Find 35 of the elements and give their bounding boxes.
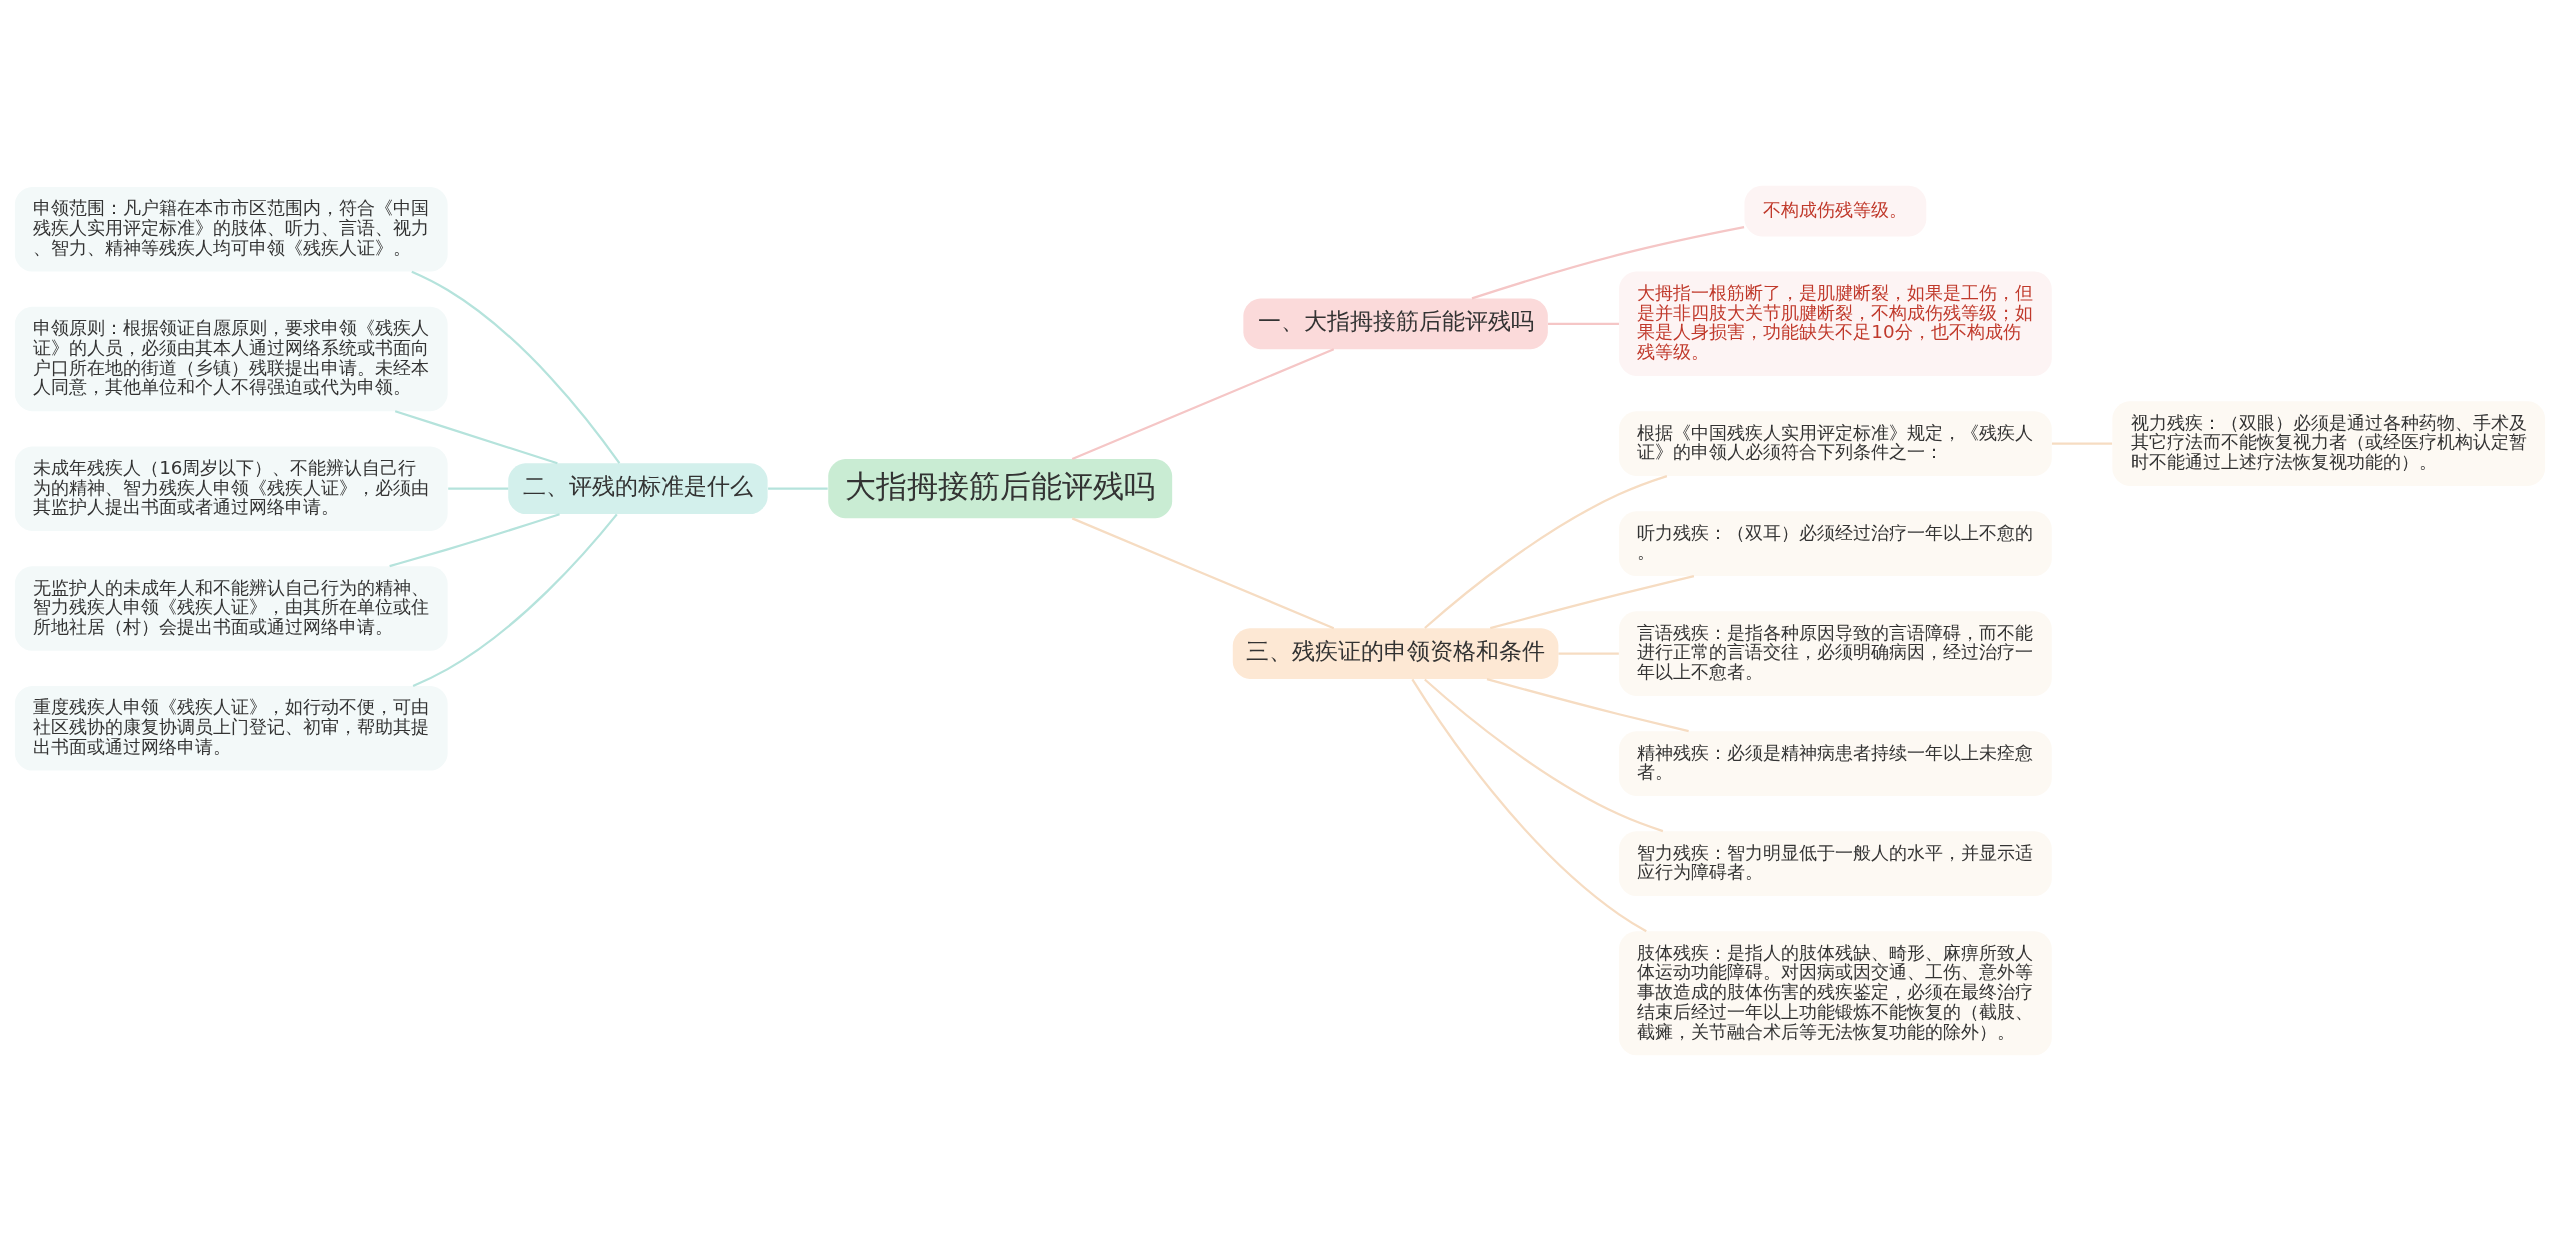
node-box: 根据《中国残疾人实用评定标准》规定，《残疾人证》的申领人必须符合下列条件之一：	[1619, 411, 2052, 476]
connector	[1071, 348, 1335, 461]
connector	[412, 513, 618, 687]
node-box: 二、评残的标准是什么	[508, 463, 768, 515]
connector	[448, 487, 509, 490]
node-box: 视力残疾：（双眼）必须是通过各种药物、手术及其它疗法而不能恢复视力者（或经医疗机构认定暂时不能通过上述疗法恢复视功能的）。	[2112, 401, 2546, 486]
connector	[1071, 517, 1335, 630]
connector	[1490, 575, 1695, 630]
connector	[768, 487, 828, 490]
node-box: 一、大指拇接筋后能评残吗	[1243, 298, 1548, 350]
connector	[1548, 322, 1619, 325]
node-box: 申领范围：凡户籍在本市市区范围内，符合《中国残疾人实用评定标准》的肢体、听力、言语、视力、智力、精神等残疾人均可申领《残疾人证》。	[14, 187, 448, 272]
connector	[1411, 678, 1647, 933]
node-box: 智力残疾：智力明显低于一般人的水平，并显示适应行为障碍者。	[1619, 831, 2052, 897]
connector	[1558, 652, 1619, 655]
node-box: 言语残疾：是指各种原因导致的言语障碍，而不能进行正常的言语交往，必须明确病因，经过治疗一年以上不愈者。	[1619, 611, 2052, 696]
connector	[389, 513, 560, 568]
connector	[1471, 226, 1745, 300]
node-box: 大拇指一根筋断了，是肌腱断裂，如果是工伤，但是并非四肢大关节肌腱断裂，不构成伤残等级；如果是人身损害，功能缺失不足10分，也不构成伤残等级。	[1619, 271, 2052, 376]
connector	[411, 270, 621, 464]
node-box: 大指拇接筋后能评残吗	[828, 459, 1173, 519]
connector	[1424, 475, 1668, 629]
node-box: 无监护人的未成年人和不能辨认自己行为的精神、智力残疾人申领《残疾人证》，由其所在单位或住所地社居（村）会提出书面或通过网络申请。	[14, 566, 448, 651]
connector	[1424, 678, 1664, 833]
node-box: 申领原则：根据领证自愿原则，要求申领《残疾人证》的人员，必须由其本人通过网络系统或书面向户口所在地的街道（乡镇）残联提出申请。未经本人同意，其他单位和个人不得强迫或代为申领。	[14, 306, 448, 412]
node-box: 未成年残疾人（16周岁以下）、不能辨认自己行为的精神、智力残疾人申领《残疾人证》，必须由其监护人提出书面或者通过网络申请。	[14, 446, 448, 531]
connector	[394, 410, 558, 465]
connector	[2051, 442, 2113, 445]
node-box: 听力残疾：（双耳）必须经过治疗一年以上不愈的。	[1619, 511, 2052, 577]
node-box: 肢体残疾：是指人的肢体残缺、畸形、麻痹所致人体运动功能障碍。对因病或因交通、工伤、意外等事故造成的肢体伤害的残疾鉴定，必须在最终治疗结束后经过一年以上功能锻炼不能恢复的（截肢、截瘫，关节融合术后等无法恢复功能的除外）。	[1619, 931, 2052, 1056]
node-box: 三、残疾证的申领资格和条件	[1232, 628, 1559, 679]
node-box: 精神残疾：必须是精神病患者持续一年以上未痊愈者。	[1619, 731, 2052, 796]
node-box: 重度残疾人申领《残疾人证》，如行动不便，可由社区残协的康复协调员上门登记、初审，帮助其提出书面或通过网络申请。	[14, 686, 448, 771]
node-box: 不构成伤残等级。	[1744, 185, 1927, 237]
connector	[1486, 678, 1689, 733]
